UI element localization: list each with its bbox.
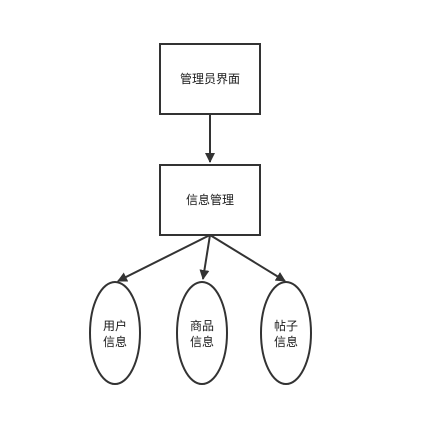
node-root: 管理员界面 xyxy=(159,43,261,115)
node-leaf-post-line2: 信息 xyxy=(274,334,298,349)
node-leaf-user-line2: 信息 xyxy=(103,334,127,349)
node-leaf-post-line1: 帖子 xyxy=(274,318,298,333)
node-leaf-post-ellipse xyxy=(260,281,312,385)
node-root-box xyxy=(159,43,261,115)
node-leaf-user-line1: 用户 xyxy=(103,318,127,333)
edge-middle-to-leaf-goods xyxy=(199,234,211,280)
node-leaf-user-ellipse xyxy=(89,281,141,385)
node-leaf-user: 用户 信息 xyxy=(89,281,141,385)
node-leaf-goods-line1: 商品 xyxy=(190,318,214,333)
node-root-label: 管理员界面 xyxy=(180,71,240,86)
edge-middle-to-leaf-post xyxy=(209,234,286,282)
node-leaf-goods-line2: 信息 xyxy=(190,334,214,349)
node-leaf-post: 帖子 信息 xyxy=(260,281,312,385)
node-middle: 信息管理 xyxy=(159,164,261,236)
node-middle-box xyxy=(159,164,261,236)
node-leaf-goods-ellipse xyxy=(176,281,228,385)
node-middle-label: 信息管理 xyxy=(186,192,234,207)
node-leaf-goods: 商品 信息 xyxy=(176,281,228,385)
edge-middle-to-leaf-user xyxy=(117,234,211,282)
